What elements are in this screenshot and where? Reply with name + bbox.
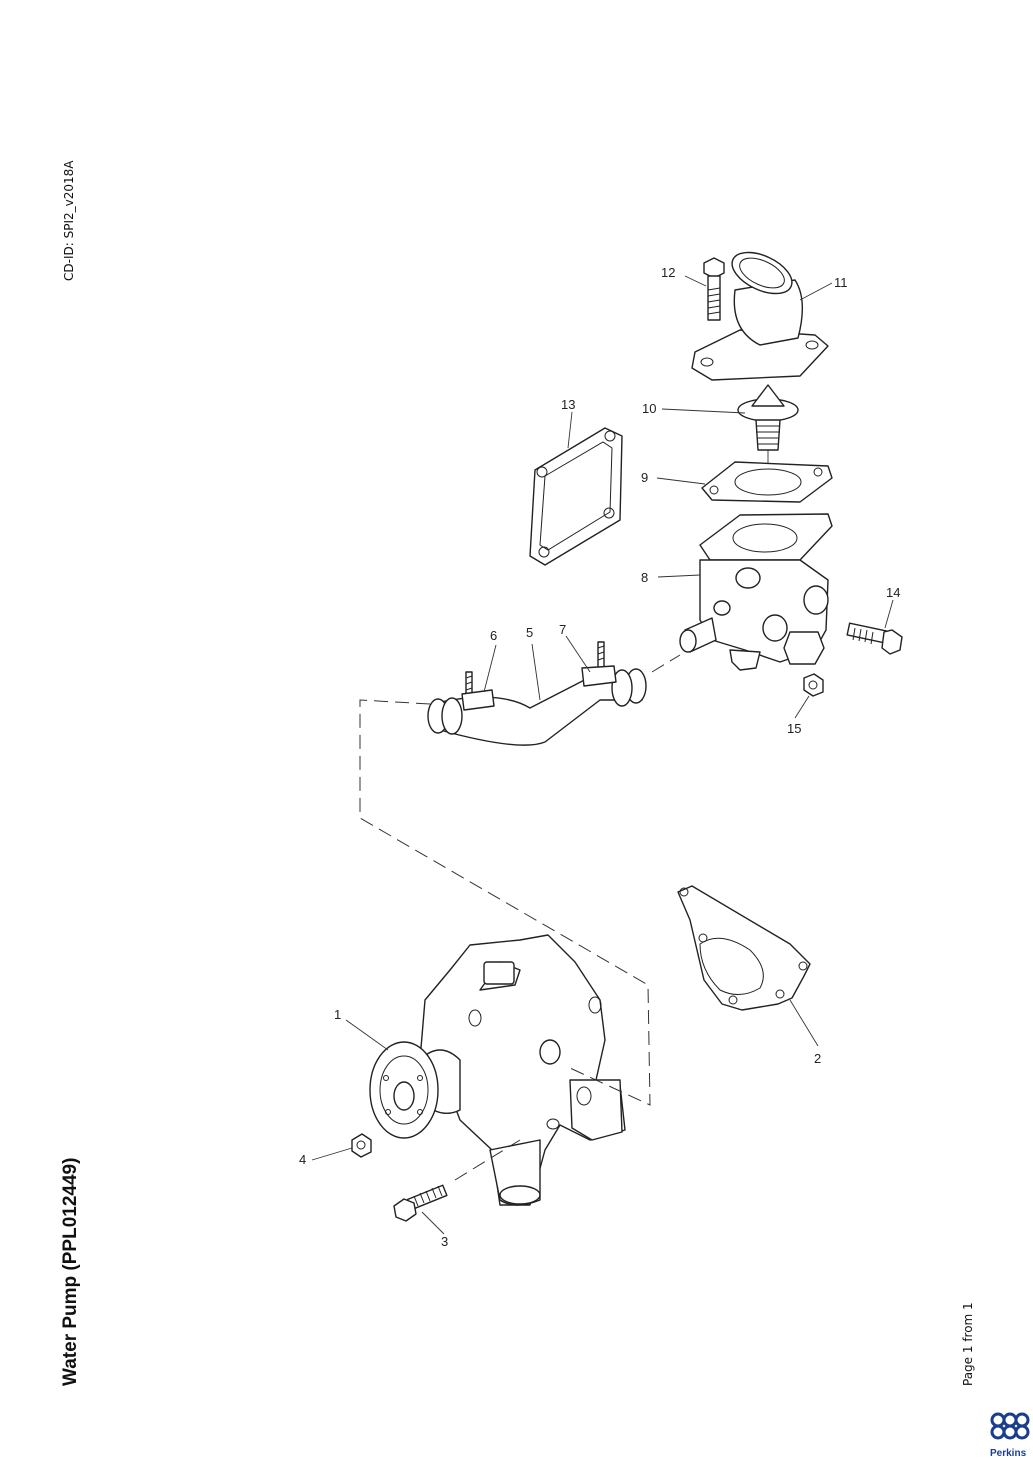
callout-12: 12 [661, 265, 675, 280]
part-2-pump-gasket[interactable] [677, 885, 811, 1011]
callout-7: 7 [559, 622, 566, 637]
part-15-nut[interactable] [803, 673, 824, 697]
callout-14: 14 [886, 585, 900, 600]
assembly-guide-line-bolt [454, 1139, 521, 1181]
leader-lines [311, 275, 894, 1235]
part-3-bolt[interactable] [393, 1184, 448, 1222]
part-13-cover-gasket[interactable] [529, 427, 623, 566]
part-4-nut[interactable] [351, 1133, 372, 1158]
callout-5: 5 [526, 625, 533, 640]
part-11-outlet-elbow[interactable] [691, 244, 829, 381]
callout-9: 9 [641, 470, 648, 485]
callout-8: 8 [641, 570, 648, 585]
callout-6: 6 [490, 628, 497, 643]
callout-1: 1 [334, 1007, 341, 1022]
part-14-bolt[interactable] [846, 622, 903, 655]
part-7-hose-clip[interactable] [581, 641, 617, 687]
brand-name: Perkins [990, 1448, 1027, 1459]
callout-10: 10 [642, 401, 656, 416]
assembly-guide-line-pipe [651, 654, 681, 673]
part-8-thermostat-housing[interactable] [679, 513, 833, 671]
callout-13: 13 [561, 397, 575, 412]
callout-3: 3 [441, 1234, 448, 1249]
part-1-water-pump[interactable] [369, 934, 626, 1206]
callout-15: 15 [787, 721, 801, 736]
callout-11: 11 [834, 275, 848, 290]
part-9-thermostat-gasket[interactable] [701, 461, 833, 503]
callout-2: 2 [814, 1051, 821, 1066]
part-12-bolt[interactable] [703, 257, 725, 321]
part-10-thermostat[interactable] [737, 384, 799, 490]
part-6-hose-clip[interactable] [461, 671, 495, 711]
perkins-logo-icon [990, 1412, 1030, 1440]
assembly-guide-line [359, 699, 651, 1106]
callout-4: 4 [299, 1152, 306, 1167]
callout-labels: 1 2 3 4 5 6 7 8 9 10 11 12 13 14 15 [299, 265, 900, 1249]
